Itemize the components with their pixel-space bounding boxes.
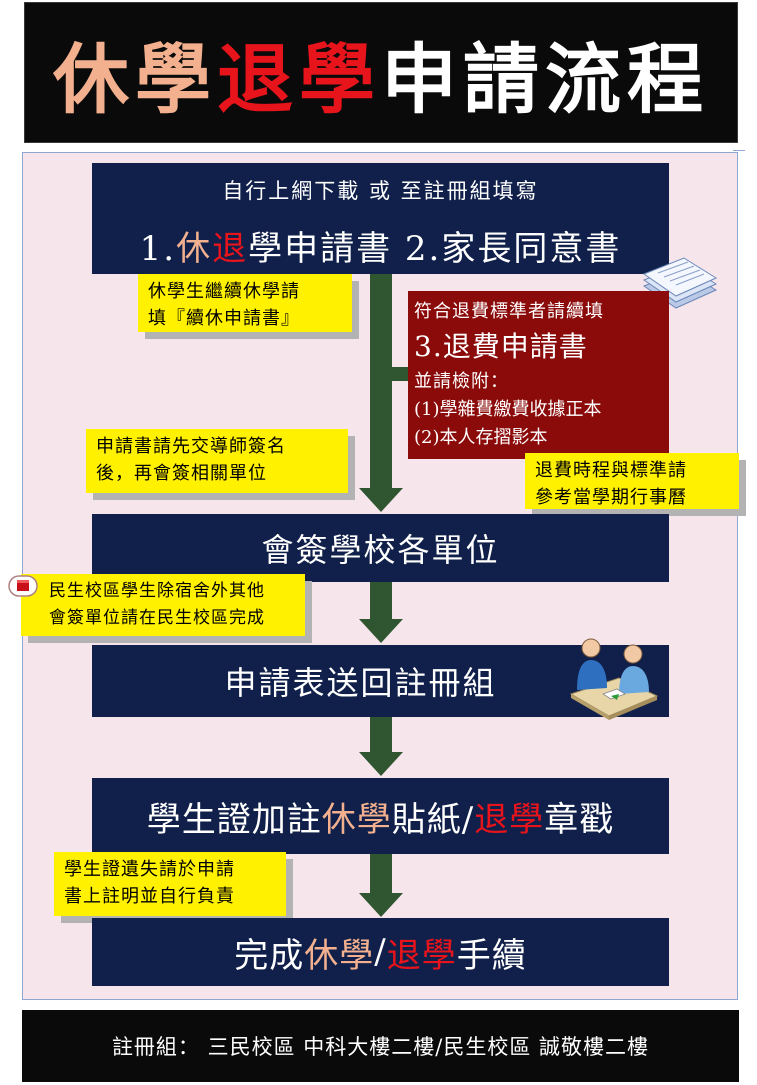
connector-shaft-3 — [370, 717, 392, 753]
connector-branch-refund — [392, 367, 410, 381]
refund-line2: 3.退費申請書 — [414, 330, 588, 363]
title-part-suspension: 休學 — [53, 34, 217, 124]
step4-d: 退學 — [474, 799, 545, 840]
panel-edge-mark — [733, 150, 745, 151]
refund-line1: 符合退費標準者請續填 — [414, 301, 604, 322]
footer-text: 註冊組： 三民校區 中科大樓二樓/民生校區 誠敬樓二樓 — [111, 1035, 650, 1059]
step1-forms: 1.休退學申請書 2.家長同意書 — [140, 221, 622, 270]
step5-e: 手續 — [456, 935, 527, 976]
step5-b: 休學 — [304, 935, 375, 976]
step5-a: 完成 — [234, 935, 305, 976]
connector-arrowhead-main — [359, 488, 403, 512]
note-advisor-line1: 申請書請先交導師簽名 — [96, 436, 286, 457]
note-lost-student-card: 學生證遺失請於申請 書上註明並自行負責 — [54, 852, 286, 916]
step1-prefix: 1. — [139, 229, 177, 269]
step4-a: 學生證加註 — [146, 799, 322, 840]
step1-doc-c: 學申請書 2.家長同意書 — [248, 229, 622, 269]
step1-doc-b: 退 — [212, 229, 249, 269]
note-lost-card-line1: 學生證遺失請於申請 — [64, 859, 235, 880]
step-complete: 完成休學/退學手續 — [92, 918, 669, 986]
red-bullet-icon — [8, 575, 38, 597]
step-countersign: 會簽學校各單位 — [92, 514, 669, 582]
step1-doc-a: 休 — [176, 229, 213, 269]
page-title: 休學退學申請流程 — [24, 2, 738, 143]
note-advisor-line2: 後，再會簽相關單位 — [96, 463, 267, 484]
step-return-registry: 申請表送回註冊組 — [92, 645, 669, 717]
refund-line3: 並請檢附： — [414, 371, 509, 392]
note-minsheng-campus: 民生校區學生除宿舍外其他 會簽單位請在民生校區完成 — [21, 574, 305, 636]
connector-shaft-4 — [370, 854, 392, 894]
connector-arrowhead-3 — [359, 752, 403, 776]
connector-shaft-main — [370, 274, 392, 488]
note-refund-schedule-line2: 參考當學期行事曆 — [535, 487, 687, 508]
note-minsheng-line2: 會簽單位請在民生校區完成 — [49, 608, 265, 628]
step4-b: 休學 — [321, 799, 392, 840]
note-minsheng-line1: 民生校區學生除宿舍外其他 — [49, 581, 265, 601]
title-part-process: 申請流程 — [381, 34, 709, 124]
note-refund-schedule-line1: 退費時程與標準請 — [535, 460, 687, 481]
step1-subtitle: 自行上網下載 或 至註冊組填寫 — [222, 179, 539, 203]
connector-arrowhead-2 — [359, 619, 403, 643]
step5-c: / — [374, 932, 387, 972]
connector-shaft-2 — [370, 582, 392, 620]
note-refund-schedule: 退費時程與標準請 參考當學期行事曆 — [525, 453, 739, 509]
step2-label: 會簽學校各單位 — [261, 531, 500, 569]
refund-line5: (2)本人存摺影本 — [414, 427, 548, 448]
step-download-forms: 自行上網下載 或 至註冊組填寫 1.休退學申請書 2.家長同意書 — [92, 163, 669, 274]
step3-label: 申請表送回註冊組 — [224, 664, 497, 702]
connector-arrowhead-4 — [359, 893, 403, 917]
step4-e: 章戳 — [544, 799, 615, 840]
step-student-id-mark: 學生證加註休學貼紙/退學章戳 — [92, 778, 669, 854]
documents-icon — [642, 257, 718, 309]
note-advisor-signature: 申請書請先交導師簽名 後，再會簽相關單位 — [86, 429, 348, 493]
refund-line4: (1)學雜費繳費收據正本 — [414, 399, 602, 420]
note-continue-leave-line2: 填『續休申請書』 — [148, 308, 300, 329]
note-lost-card-line2: 書上註明並自行負責 — [64, 886, 235, 907]
note-continue-leave: 休學生繼續休學請 填『續休申請書』 — [138, 274, 352, 332]
step4-c: 貼紙/ — [391, 799, 475, 840]
refund-box: 符合退費標準者請續填 3.退費申請書 並請檢附： (1)學雜費繳費收據正本 (2… — [408, 291, 669, 459]
title-part-withdrawal: 退學 — [217, 34, 381, 124]
meeting-icon — [569, 638, 659, 720]
note-continue-leave-line1: 休學生繼續休學請 — [148, 281, 300, 302]
footer-office-location: 註冊組： 三民校區 中科大樓二樓/民生校區 誠敬樓二樓 — [22, 1010, 739, 1082]
step5-d: 退學 — [386, 935, 457, 976]
